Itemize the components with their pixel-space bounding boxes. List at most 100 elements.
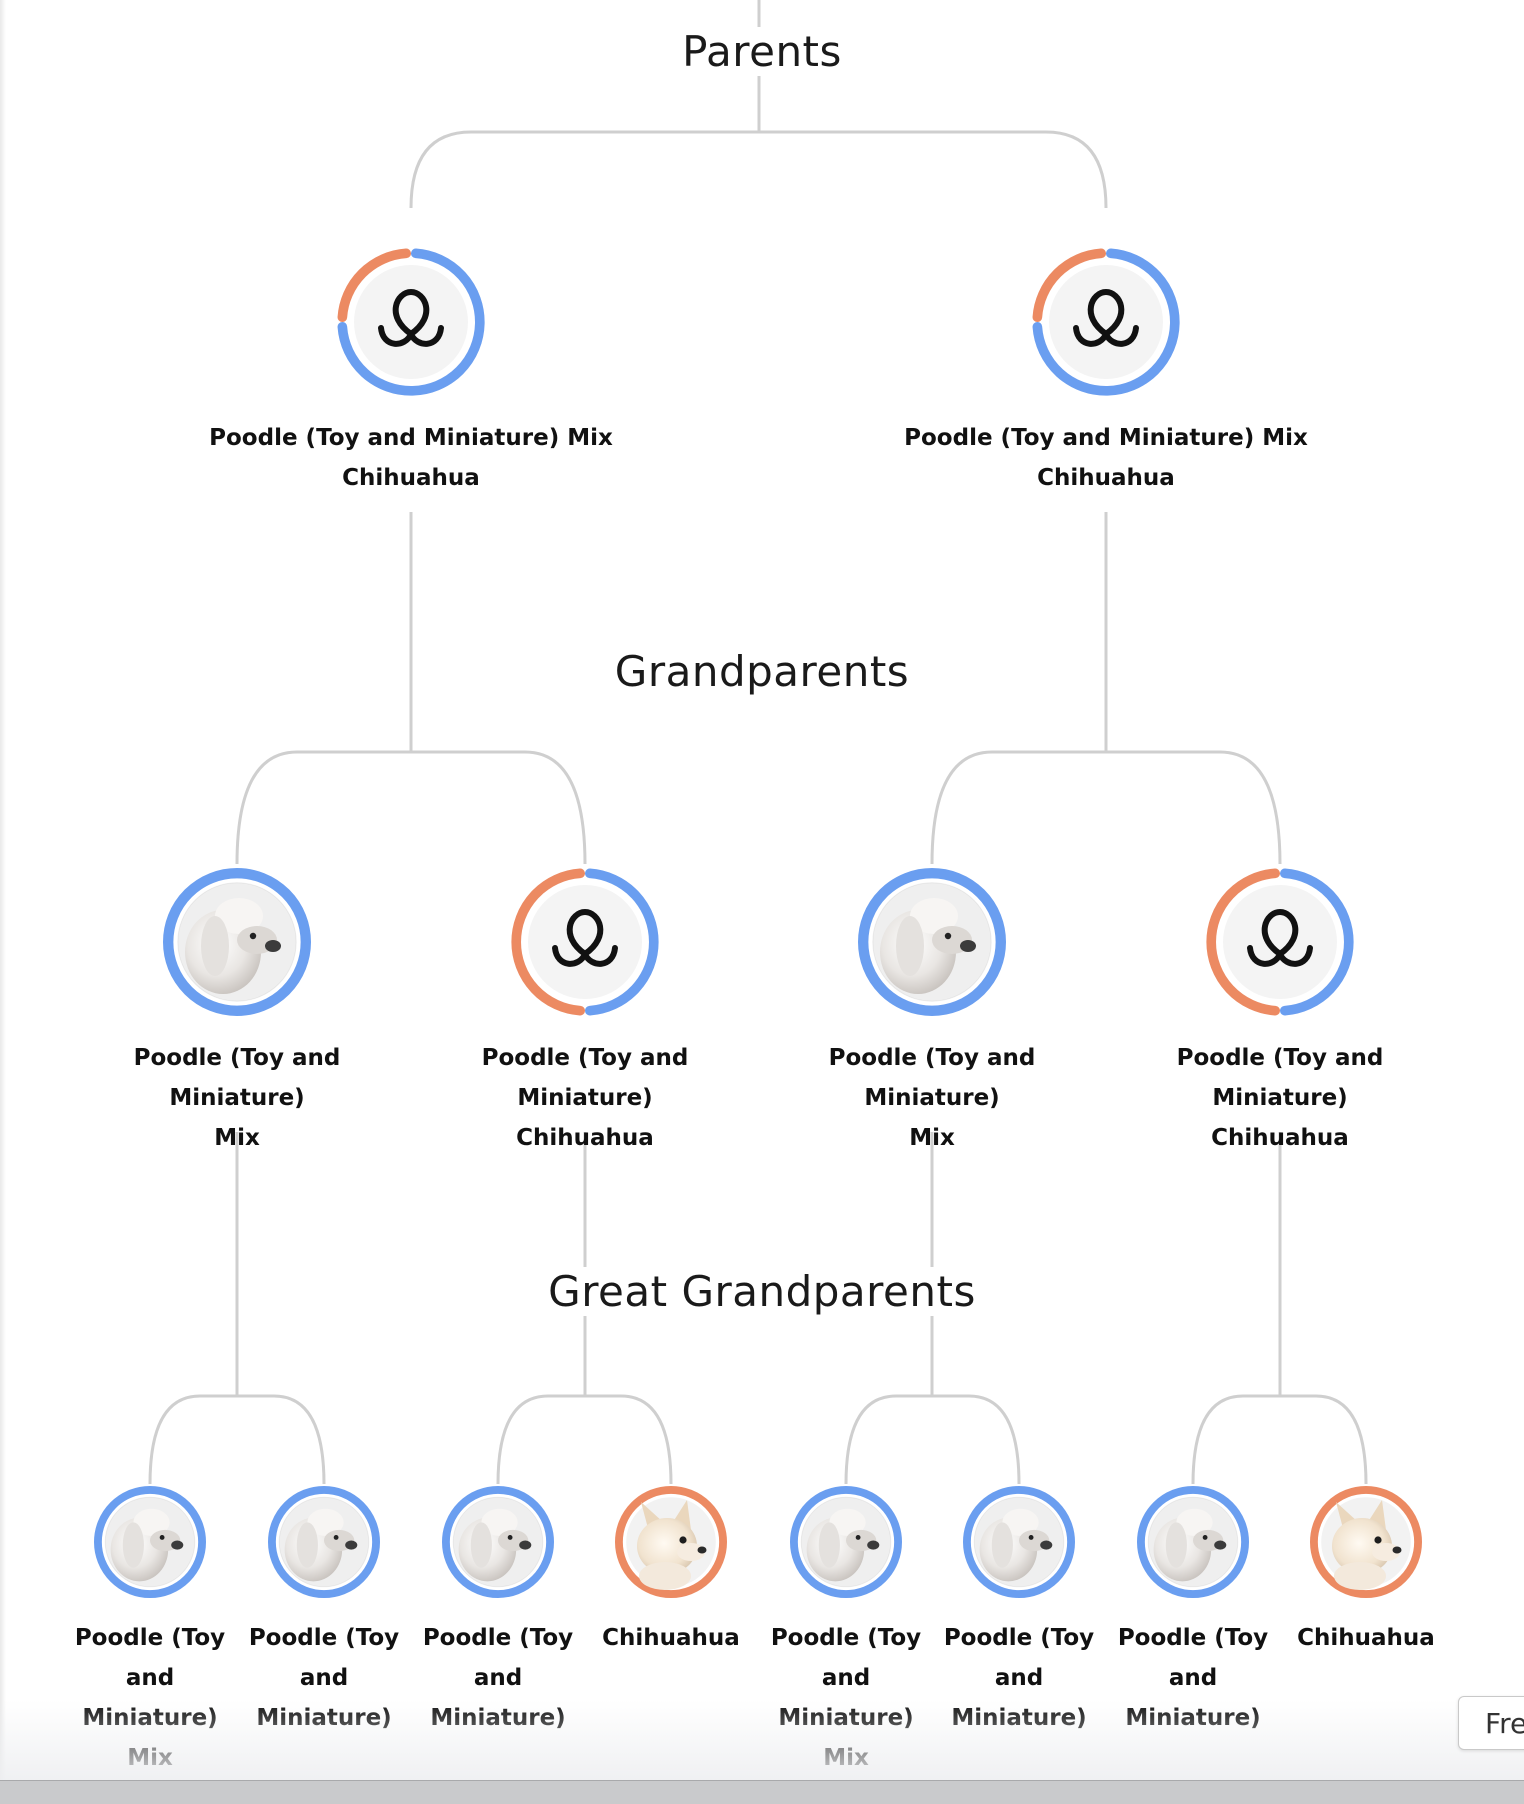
great-grandparent-label-6-line-1: Poodle (Toy xyxy=(943,1625,1095,1651)
chihuahua-ring-arc xyxy=(1206,868,1281,1016)
poodle-ring xyxy=(441,1486,554,1599)
paw-logo-icon xyxy=(1049,265,1163,379)
great-grandparent-node-8[interactable] xyxy=(1310,1486,1423,1599)
chihuahua-ring xyxy=(614,1486,727,1599)
paw-logo-icon xyxy=(354,265,468,379)
parent-branch-right xyxy=(759,130,1108,209)
great-grandparent-node-7[interactable] xyxy=(1137,1486,1250,1599)
chihuahua-photo-icon xyxy=(1321,1497,1411,1590)
grandparent-branch-2 xyxy=(411,750,587,865)
poodle-ring xyxy=(962,1486,1075,1599)
great-grandparent-label-4: Chihuahua xyxy=(583,1618,759,1658)
grandparent-label-2-line-1: Poodle (Toy and Miniature) xyxy=(481,1045,689,1111)
great-grandparent-label-7-line-1: Poodle (Toy xyxy=(1117,1625,1269,1651)
great-grandparent-label-3-line-1: Poodle (Toy xyxy=(422,1625,574,1651)
poodle-ring-arc xyxy=(1032,248,1180,396)
great-grandparent-branch-1 xyxy=(148,1394,237,1485)
great-grandparent-node-1[interactable] xyxy=(93,1486,207,1599)
poodle-ring xyxy=(1137,1486,1250,1599)
parent-branch-left xyxy=(409,130,759,209)
grandparent-branch-3 xyxy=(930,750,1106,865)
great-grandparent-branch-4 xyxy=(585,1394,673,1485)
chihuahua-ring-arc xyxy=(511,868,586,1016)
poodle-ring-arc xyxy=(1279,868,1354,1016)
grandparent-label-1: Poodle (Toy and Miniature) Mix xyxy=(67,1038,407,1158)
great-grandparent-node-4[interactable] xyxy=(614,1486,727,1599)
parent-node-1[interactable] xyxy=(337,248,485,396)
poodle-ring xyxy=(162,867,311,1016)
parent-label-1-line-1: Poodle (Toy and Miniature) Mix xyxy=(209,425,613,451)
great-grandparent-label-2-line-1: Poodle (Toy xyxy=(248,1625,400,1651)
poodle-ring xyxy=(93,1486,207,1599)
grandparent-label-4: Poodle (Toy and Miniature) Chihuahua xyxy=(1110,1038,1450,1158)
poodle-photo-icon xyxy=(104,1496,196,1588)
poodle-photo-icon xyxy=(177,882,297,1002)
chihuahua-photo-icon xyxy=(626,1497,716,1590)
tree-nodes xyxy=(93,248,1423,1599)
great-grandparent-label-5-line-1: Poodle (Toy xyxy=(770,1625,922,1651)
great-grandparent-node-3[interactable] xyxy=(441,1486,554,1599)
corner-tab-button[interactable]: Fre xyxy=(1458,1696,1524,1750)
paw-logo-icon xyxy=(1223,885,1337,999)
poodle-ring xyxy=(857,867,1006,1016)
grandparent-node-4[interactable] xyxy=(1206,868,1354,1016)
great-grandparent-branch-3 xyxy=(496,1394,585,1485)
grandparents-heading: Grandparents xyxy=(0,647,1524,697)
parent-node-2[interactable] xyxy=(1032,248,1180,396)
parents-heading: Parents xyxy=(0,27,1524,77)
poodle-photo-icon xyxy=(278,1496,370,1588)
poodle-ring-arc xyxy=(584,868,659,1016)
great-grandparent-branch-2 xyxy=(237,1394,326,1485)
poodle-photo-icon xyxy=(973,1496,1065,1588)
tree-connectors xyxy=(148,0,1368,1485)
grandparent-node-2[interactable] xyxy=(511,868,659,1016)
great-grandparent-node-5[interactable] xyxy=(789,1486,902,1599)
poodle-photo-icon xyxy=(800,1496,892,1588)
great-grandparent-label-8: Chihuahua xyxy=(1278,1618,1454,1658)
great-grandparent-label-8-line-1: Chihuahua xyxy=(1297,1625,1435,1651)
bottom-status-bar xyxy=(0,1780,1524,1804)
grandparent-label-4-line-1: Poodle (Toy and Miniature) xyxy=(1176,1045,1384,1111)
corner-tab-label: Fre xyxy=(1485,1707,1524,1740)
poodle-ring xyxy=(789,1486,902,1599)
grandparent-node-1[interactable] xyxy=(162,867,311,1016)
grandparent-label-3-line-1: Poodle (Toy and Miniature) xyxy=(828,1045,1036,1111)
grandparent-branch-1 xyxy=(235,750,411,865)
poodle-ring-arc xyxy=(337,248,485,396)
grandparent-label-2: Poodle (Toy and Miniature) Chihuahua xyxy=(415,1038,755,1158)
chihuahua-ring-arc xyxy=(1032,248,1107,323)
great-grandparent-branch-8 xyxy=(1280,1394,1368,1485)
grandparent-label-1-line-1: Poodle (Toy and Miniature) xyxy=(133,1045,341,1111)
chihuahua-ring-arc xyxy=(337,248,412,323)
grandparent-label-3-line-2: Mix xyxy=(909,1125,955,1151)
grandparent-label-2-line-2: Chihuahua xyxy=(516,1125,654,1151)
parent-label-1-line-2: Chihuahua xyxy=(342,465,480,491)
bottom-fade xyxy=(0,1700,1524,1780)
grandparent-label-4-line-2: Chihuahua xyxy=(1211,1125,1349,1151)
great-grandparent-node-2[interactable] xyxy=(267,1486,380,1599)
great-grandparent-branch-6 xyxy=(932,1394,1021,1485)
grandparent-branch-4 xyxy=(1106,750,1282,865)
grandparent-label-1-line-2: Mix xyxy=(214,1125,260,1151)
great-grandparent-label-4-line-1: Chihuahua xyxy=(602,1625,740,1651)
chihuahua-ring xyxy=(1310,1486,1423,1599)
great-grandparent-branch-7 xyxy=(1191,1394,1280,1485)
great-grandparent-node-6[interactable] xyxy=(962,1486,1075,1599)
grandparent-node-3[interactable] xyxy=(857,867,1006,1016)
grandparent-label-3: Poodle (Toy and Miniature) Mix xyxy=(762,1038,1102,1158)
poodle-photo-icon xyxy=(1147,1496,1239,1588)
parent-label-2-line-2: Chihuahua xyxy=(1037,465,1175,491)
great-grandparent-label-1-line-1: Poodle (Toy xyxy=(74,1625,226,1651)
left-edge-shadow xyxy=(0,0,6,1780)
poodle-photo-icon xyxy=(872,882,992,1002)
poodle-photo-icon xyxy=(452,1496,544,1588)
poodle-ring xyxy=(267,1486,380,1599)
great-grandparents-heading: Great Grandparents xyxy=(0,1267,1524,1317)
parent-label-2-line-1: Poodle (Toy and Miniature) Mix xyxy=(904,425,1308,451)
paw-logo-icon xyxy=(528,885,642,999)
great-grandparent-branch-5 xyxy=(844,1394,932,1485)
